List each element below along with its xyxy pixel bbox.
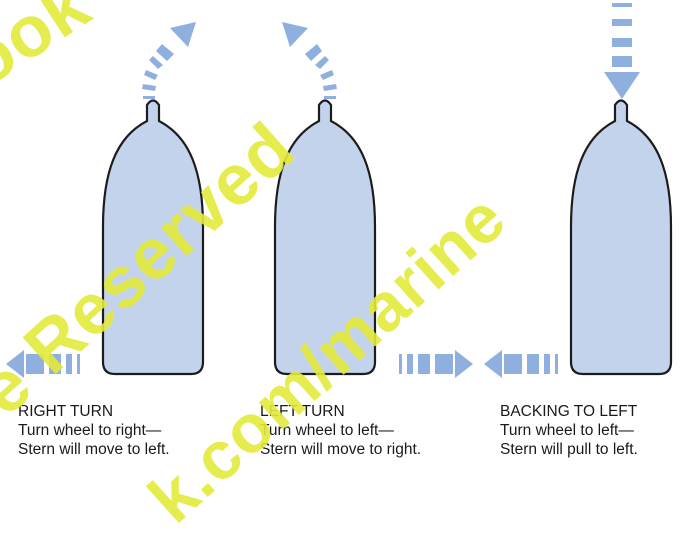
down-arrow-icon	[604, 3, 640, 99]
caption-right-turn: RIGHT TURN Turn wheel to right— Stern wi…	[18, 402, 170, 459]
caption-line: Stern will move to left.	[18, 440, 170, 459]
hull-backing-left	[571, 101, 671, 375]
right-arrow-icon	[399, 350, 473, 378]
curved-right-arrow-icon	[142, 22, 196, 99]
caption-line: Stern will pull to left.	[500, 440, 638, 459]
caption-line: Turn wheel to right—	[18, 421, 170, 440]
caption-backing-left: BACKING TO LEFT Turn wheel to left— Ster…	[500, 402, 638, 459]
caption-line: Turn wheel to left—	[500, 421, 638, 440]
left-arrow-icon	[484, 350, 558, 378]
curved-left-arrow-icon	[282, 22, 337, 99]
caption-title: BACKING TO LEFT	[500, 402, 638, 421]
